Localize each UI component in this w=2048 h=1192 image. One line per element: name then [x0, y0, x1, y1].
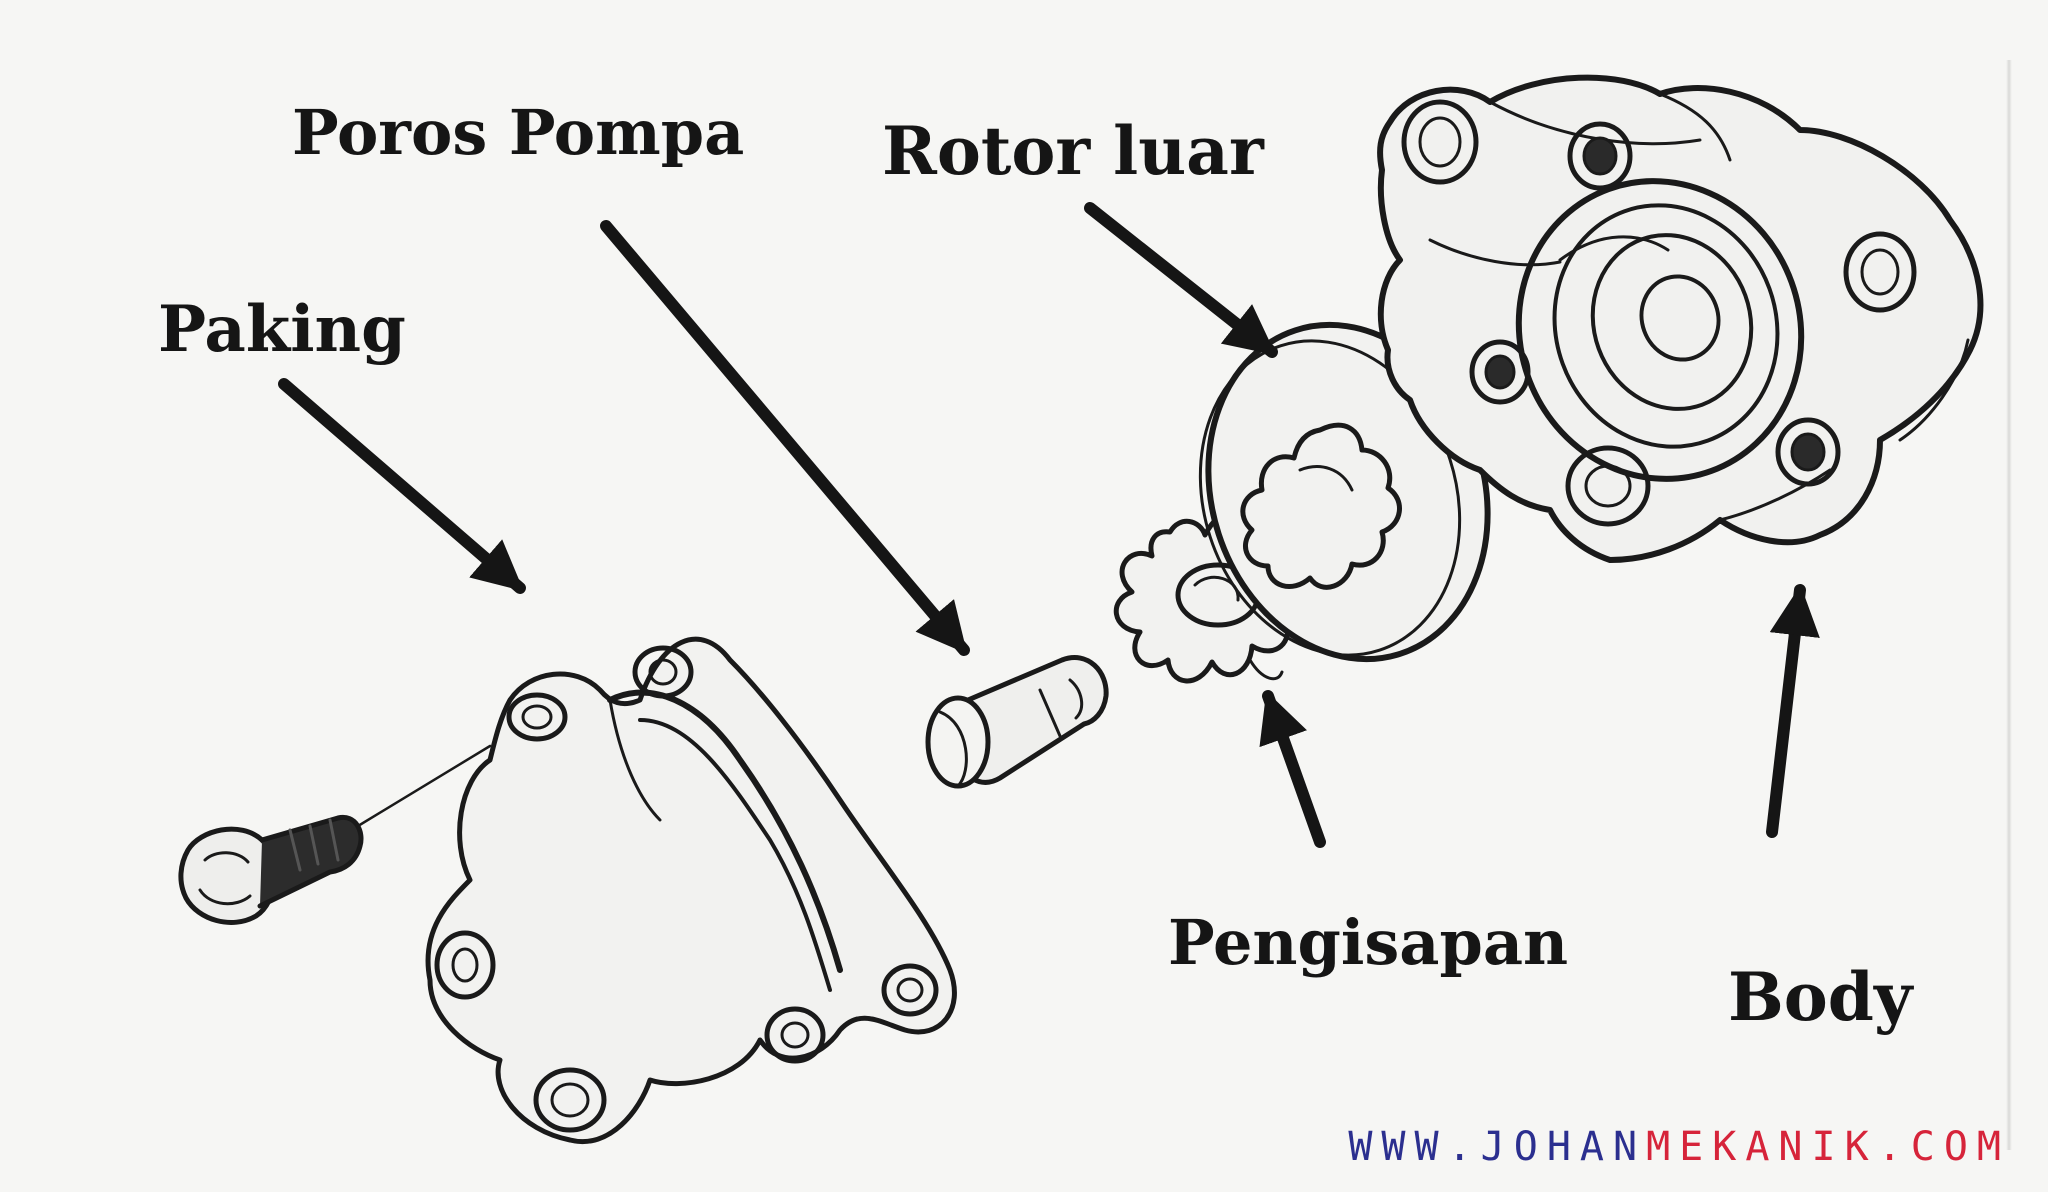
arrow-pengisapan	[1259, 690, 1326, 848]
arrow-body	[1766, 584, 1820, 838]
bolt	[178, 744, 492, 925]
watermark-prefix: WWW.JOHAN	[1348, 1124, 1647, 1170]
pump-body	[1377, 74, 1984, 563]
pump-shaft	[925, 655, 1109, 789]
label-rotor-luar: Rotor luar	[882, 112, 1264, 190]
cover-plate	[425, 636, 957, 1144]
label-pengisapan: Pengisapan	[1168, 906, 1569, 979]
page-edge-shadow	[2006, 60, 2012, 1150]
label-poros-pompa: Poros Pompa	[292, 96, 745, 169]
watermark-suffix: .COM	[1877, 1124, 2010, 1170]
arrow-rotor-luar	[1084, 202, 1278, 358]
arrow-poros-pompa	[600, 220, 970, 656]
watermark: WWW.JOHANMEKANIK.COM	[1348, 1124, 2010, 1170]
label-body: Body	[1728, 958, 1913, 1036]
watermark-brand: MEKANIK	[1646, 1124, 1878, 1170]
label-paking: Paking	[158, 292, 406, 367]
arrow-paking	[278, 378, 526, 594]
